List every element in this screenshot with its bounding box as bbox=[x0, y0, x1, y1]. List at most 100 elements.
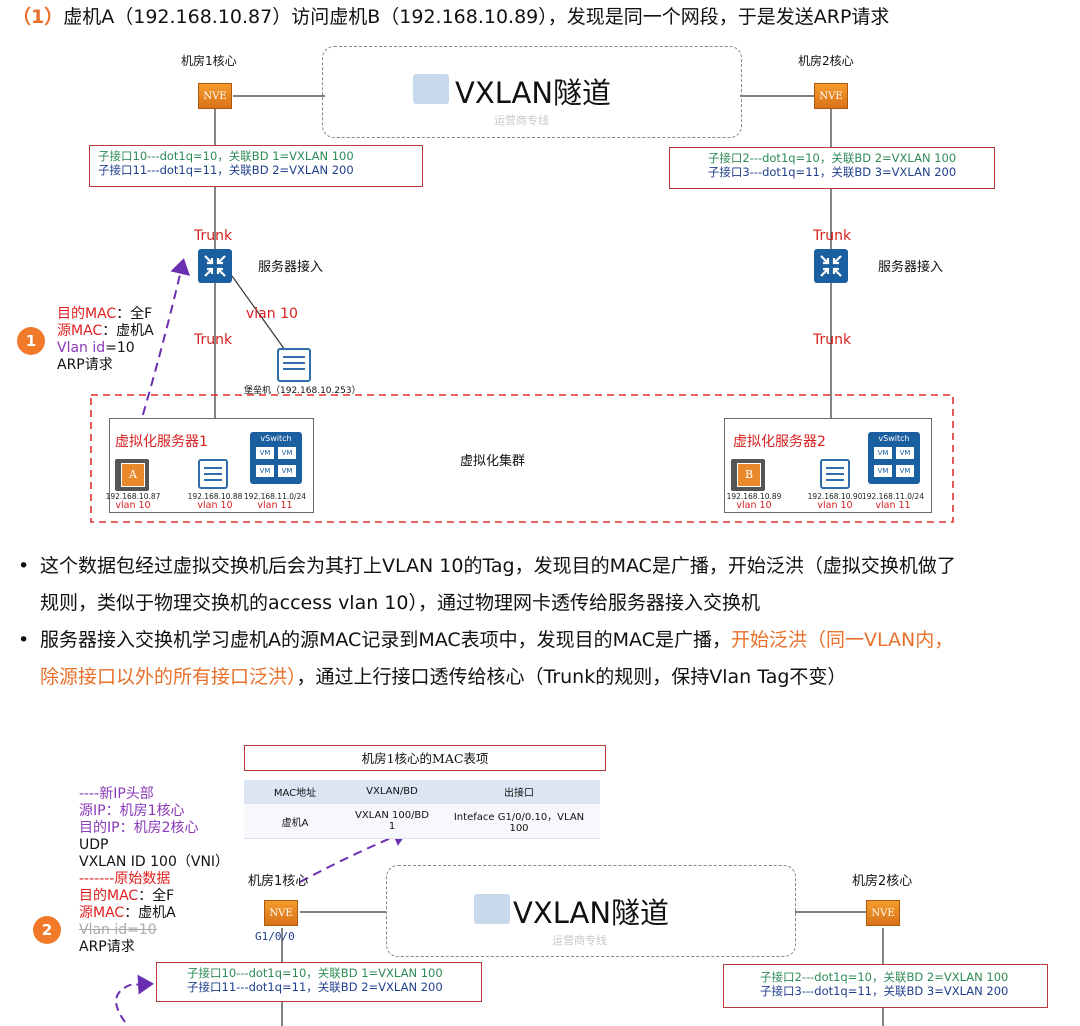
vm-b-icon: B bbox=[731, 459, 765, 491]
subif-line: 子接口11---dot1q=11，关联BD 2=VXLAN 200 bbox=[187, 980, 443, 994]
bullet-list: 这个数据包经过虚拟交换机后会为其打上VLAN 10的Tag，发现目的MAC是广播… bbox=[18, 548, 956, 696]
server-access-label: 服务器接入 bbox=[878, 260, 944, 275]
core2-label: 机房2核心 bbox=[798, 54, 854, 68]
bullet-highlight: 开始泛洪（同一VLAN内， bbox=[730, 629, 954, 651]
virtual-server-2: 虚拟化服务器2 B vSwitch VM VM VM VM 192.168.10… bbox=[724, 418, 932, 513]
server-access-label: 服务器接入 bbox=[258, 260, 324, 275]
vm-ip: 192.168.11.0/24 bbox=[861, 492, 925, 501]
ann-value: ：虚机A bbox=[102, 323, 154, 339]
ann-value: ：虚机A bbox=[124, 905, 176, 921]
vm-label: VM bbox=[278, 465, 296, 477]
vm-vlan: vlan 10 bbox=[736, 500, 772, 511]
virtual-server-title: 虚拟化服务器2 bbox=[733, 434, 826, 450]
left-subinterface-box: 子接口10---dot1q=10，关联BD 1=VXLAN 100 子接口11-… bbox=[89, 145, 423, 187]
vm-icon bbox=[198, 459, 228, 489]
table-row: 虚机A VXLAN 100/BD 1 Inteface G1/0/0.10，VL… bbox=[244, 803, 600, 839]
vm-ip: 192.168.10.89 bbox=[726, 492, 782, 501]
vm-ip: 192.168.10.88 bbox=[187, 492, 243, 501]
vswitch-label: vSwitch bbox=[878, 434, 910, 443]
vm-chip: B bbox=[737, 463, 761, 487]
ann-key: 源MAC bbox=[79, 905, 125, 921]
right-subinterface-box: 子接口2---dot1q=10，关联BD 2=VXLAN 100 子接口3---… bbox=[669, 147, 995, 189]
subif-line: 子接口10---dot1q=10，关联BD 1=VXLAN 100 bbox=[98, 149, 354, 163]
ann-key: 目的MAC bbox=[79, 888, 139, 904]
packet-annotation-2: ----新IP头部 源IP：机房1核心 目的IP：机房2核心 UDP VXLAN… bbox=[79, 786, 229, 956]
heading-number: （1） bbox=[12, 6, 64, 28]
subif-line: 子接口2---dot1q=10，关联BD 2=VXLAN 100 bbox=[707, 151, 957, 165]
bullet-line: 规则，类似于物理交换机的access vlan 10），通过物理网卡透传给服务器… bbox=[40, 592, 760, 614]
ann-key: Vlan id bbox=[57, 340, 106, 356]
table-cell: Inteface G1/0/0.10，VLAN 100 bbox=[438, 803, 600, 839]
vm-a-icon: A bbox=[115, 459, 149, 491]
vm-label: VM bbox=[278, 447, 296, 459]
vlan10-label: vlan 10 bbox=[246, 306, 298, 322]
subif-line: 子接口3---dot1q=11，关联BD 3=VXLAN 200 bbox=[707, 165, 957, 179]
right-subinterface-box: 子接口2---dot1q=10，关联BD 2=VXLAN 100 子接口3---… bbox=[723, 964, 1048, 1008]
subif-line: 子接口2---dot1q=10，关联BD 2=VXLAN 100 bbox=[760, 970, 1009, 984]
vm-ip: 192.168.10.87 bbox=[105, 492, 161, 501]
vxlan-tunnel bbox=[322, 46, 742, 138]
core1-label: 机房1核心 bbox=[181, 54, 237, 68]
step-number-1: 1 bbox=[17, 327, 45, 355]
step-number-2: 2 bbox=[33, 916, 61, 944]
tunnel-watermark-icon bbox=[413, 74, 449, 104]
trunk-label: Trunk bbox=[194, 332, 233, 348]
vm-vlan: vlan 10 bbox=[197, 500, 233, 511]
table-header-cell: VXLAN/BD bbox=[346, 780, 438, 804]
vswitch-label: vSwitch bbox=[260, 434, 292, 443]
switch-icon bbox=[814, 249, 848, 283]
vm-label: VM bbox=[896, 465, 914, 477]
virtual-server-title: 虚拟化服务器1 bbox=[115, 434, 208, 450]
ann-line: ARP请求 bbox=[79, 939, 135, 955]
table-header-row: MAC地址 VXLAN/BD 出接口 bbox=[244, 780, 600, 804]
tunnel-watermark-text: 运营商专线 bbox=[494, 114, 549, 127]
trunk-label: Trunk bbox=[194, 228, 233, 244]
ann-key: 源MAC bbox=[57, 323, 103, 339]
vm-vlan: vlan 10 bbox=[817, 500, 853, 511]
bullet-item: 这个数据包经过虚拟交换机后会为其打上VLAN 10的Tag，发现目的MAC是广播… bbox=[18, 548, 956, 622]
core2-label: 机房2核心 bbox=[852, 874, 913, 889]
table-header-cell: 出接口 bbox=[438, 780, 600, 804]
ann-line: ----新IP头部 bbox=[79, 786, 154, 802]
vm-vlan: vlan 10 bbox=[115, 500, 151, 511]
vswitch-icon: vSwitch VM VM VM VM bbox=[250, 432, 302, 484]
trunk-label: Trunk bbox=[813, 228, 852, 244]
bullet-item: 服务器接入交换机学习虚机A的源MAC记录到MAC表项中，发现目的MAC是广播，开… bbox=[18, 622, 956, 696]
ann-value: ：全F bbox=[116, 306, 153, 322]
cluster-label: 虚拟化集群 bbox=[460, 454, 526, 469]
nve-icon: NVE bbox=[264, 900, 298, 926]
vm-vlan: vlan 11 bbox=[875, 500, 911, 511]
vm-vlan: vlan 11 bbox=[257, 500, 293, 511]
vswitch-icon: vSwitch VM VM VM VM bbox=[868, 432, 920, 484]
ann-value: ARP请求 bbox=[57, 357, 113, 373]
ann-value: ：机房2核心 bbox=[119, 820, 199, 836]
nve-icon: NVE bbox=[814, 83, 848, 109]
ann-value: ：机房1核心 bbox=[105, 803, 185, 819]
table-cell: VXLAN 100/BD 1 bbox=[346, 803, 438, 839]
tunnel-watermark-text: 运营商专线 bbox=[552, 934, 607, 947]
vm-label: VM bbox=[256, 465, 274, 477]
ann-line: -------原始数据 bbox=[79, 871, 171, 887]
ann-line: VXLAN ID 100（VNI） bbox=[79, 854, 230, 870]
nve-icon: NVE bbox=[866, 900, 900, 926]
vm-ip: 192.168.11.0/24 bbox=[243, 492, 307, 501]
mac-table: MAC地址 VXLAN/BD 出接口 虚机A VXLAN 100/BD 1 In… bbox=[244, 780, 600, 839]
interface-label: G1/0/0 bbox=[255, 930, 295, 943]
ann-key: 目的MAC bbox=[57, 306, 117, 322]
core1-label: 机房1核心 bbox=[248, 874, 309, 889]
section-heading: （1）虚机A（192.168.10.87）访问虚机B（192.168.10.89… bbox=[12, 2, 889, 29]
table-cell: 虚机A bbox=[244, 803, 346, 839]
subif-line: 子接口11---dot1q=11，关联BD 2=VXLAN 200 bbox=[98, 163, 354, 177]
mac-table-title: 机房1核心的MAC表项 bbox=[244, 745, 606, 771]
table-header-cell: MAC地址 bbox=[244, 780, 346, 804]
vm-label: VM bbox=[256, 447, 274, 459]
ann-line-struck: Vlan id=10 bbox=[79, 922, 157, 938]
subif-line: 子接口10---dot1q=10，关联BD 1=VXLAN 100 bbox=[187, 966, 443, 980]
bullet-text: ，通过上行接口透传给核心（Trunk的规则，保持Vlan Tag不变） bbox=[296, 666, 847, 688]
left-subinterface-box: 子接口10---dot1q=10，关联BD 1=VXLAN 100 子接口11-… bbox=[156, 962, 482, 1002]
vm-chip: A bbox=[121, 463, 145, 487]
tunnel-title: VXLAN隧道 bbox=[455, 76, 612, 110]
trunk-label: Trunk bbox=[813, 332, 852, 348]
bullet-text: 服务器接入交换机学习虚机A的源MAC记录到MAC表项中，发现目的MAC是广播， bbox=[40, 629, 731, 651]
